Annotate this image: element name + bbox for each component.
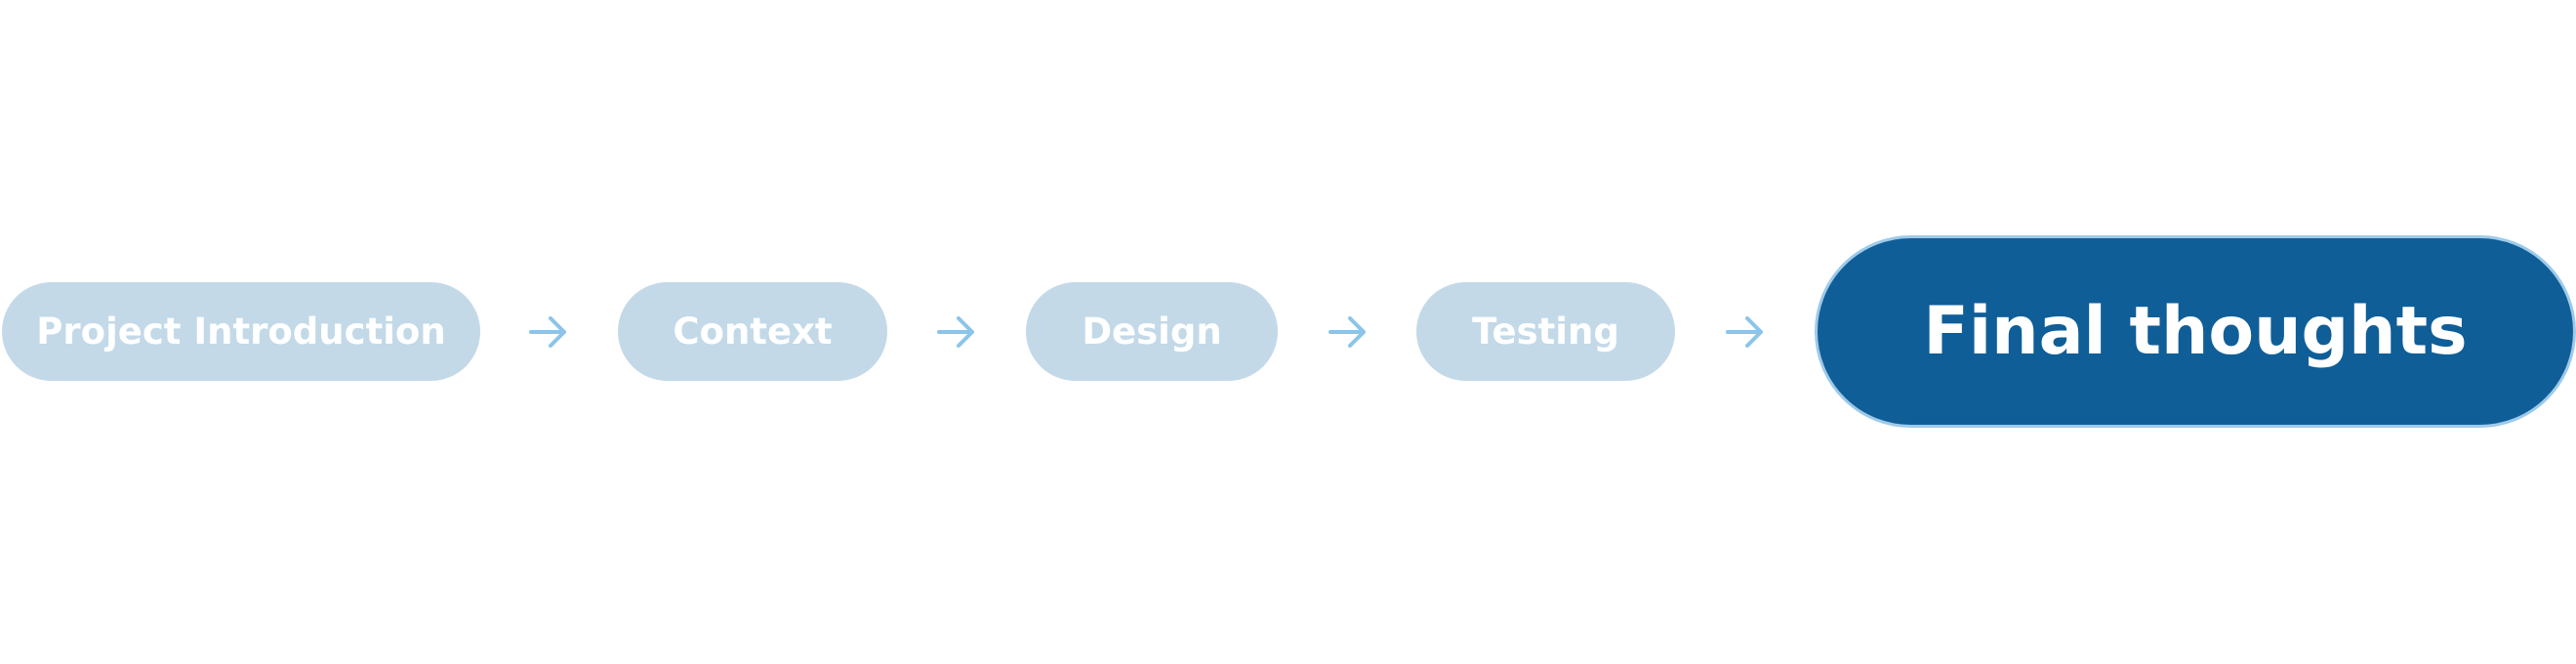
arrow-right-icon — [1329, 313, 1368, 351]
arrow-right-icon — [529, 313, 568, 351]
step-label: Final thoughts — [1923, 293, 2468, 370]
step-testing[interactable]: Testing — [1416, 282, 1675, 381]
step-label: Project Introduction — [36, 311, 446, 353]
step-label: Testing — [1472, 311, 1619, 353]
step-label: Context — [673, 311, 833, 353]
step-label: Design — [1082, 311, 1222, 353]
step-context[interactable]: Context — [618, 282, 887, 381]
arrow-right-icon — [1726, 313, 1765, 351]
step-project-introduction[interactable]: Project Introduction — [2, 282, 480, 381]
step-design[interactable]: Design — [1026, 282, 1278, 381]
arrow-right-icon — [937, 313, 976, 351]
step-final-thoughts[interactable]: Final thoughts — [1815, 235, 2576, 428]
